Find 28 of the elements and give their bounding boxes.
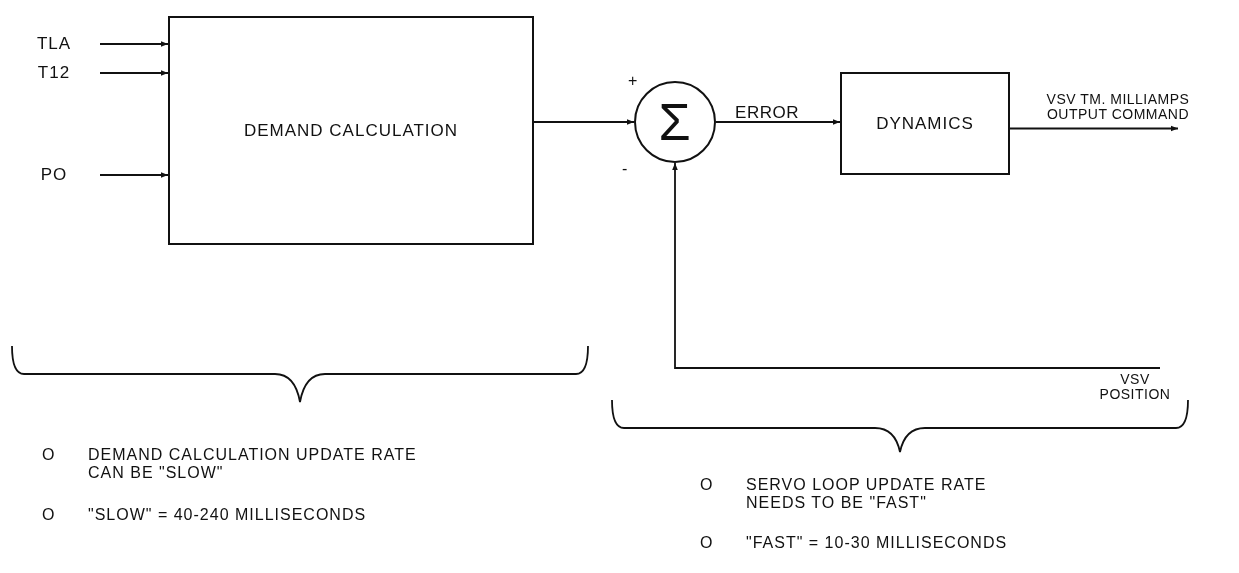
sigma-symbol: Σ (658, 96, 692, 148)
arrow (715, 119, 841, 125)
bullet: O (700, 534, 714, 552)
bullet: O (42, 446, 56, 464)
arrow (99, 41, 169, 47)
arrow (672, 162, 1161, 369)
note-text: DEMAND CALCULATION UPDATE RATE CAN BE "SLOW" (88, 446, 418, 482)
block-label: DEMAND CALCULATION (243, 120, 459, 141)
arrow (99, 172, 169, 178)
signal-label: TLA (36, 34, 72, 54)
minus-sign: - (622, 160, 629, 178)
note-text: SERVO LOOP UPDATE RATE NEEDS TO BE "FAST" (746, 476, 988, 512)
edge-label: ERROR (734, 104, 800, 123)
process-box (840, 72, 1010, 175)
note-text: "FAST" = 10-30 MILLISECONDS (746, 534, 1008, 552)
bullet: O (42, 506, 56, 524)
signal-label: T12 (37, 63, 71, 83)
edge-label: VSV POSITION (1098, 372, 1172, 403)
arrow (1009, 125, 1179, 132)
block-label: DYNAMICS (876, 113, 974, 134)
bullet: O (700, 476, 714, 494)
plus-sign: + (628, 72, 639, 90)
note-text: "SLOW" = 40-240 MILLISECONDS (88, 506, 367, 524)
signal-label: PO (40, 165, 68, 185)
edge-label: VSV TM. MILLIAMPS OUTPUT COMMAND (1045, 92, 1191, 123)
process-box (168, 16, 534, 245)
arrow (533, 119, 635, 125)
arrow (99, 70, 169, 76)
